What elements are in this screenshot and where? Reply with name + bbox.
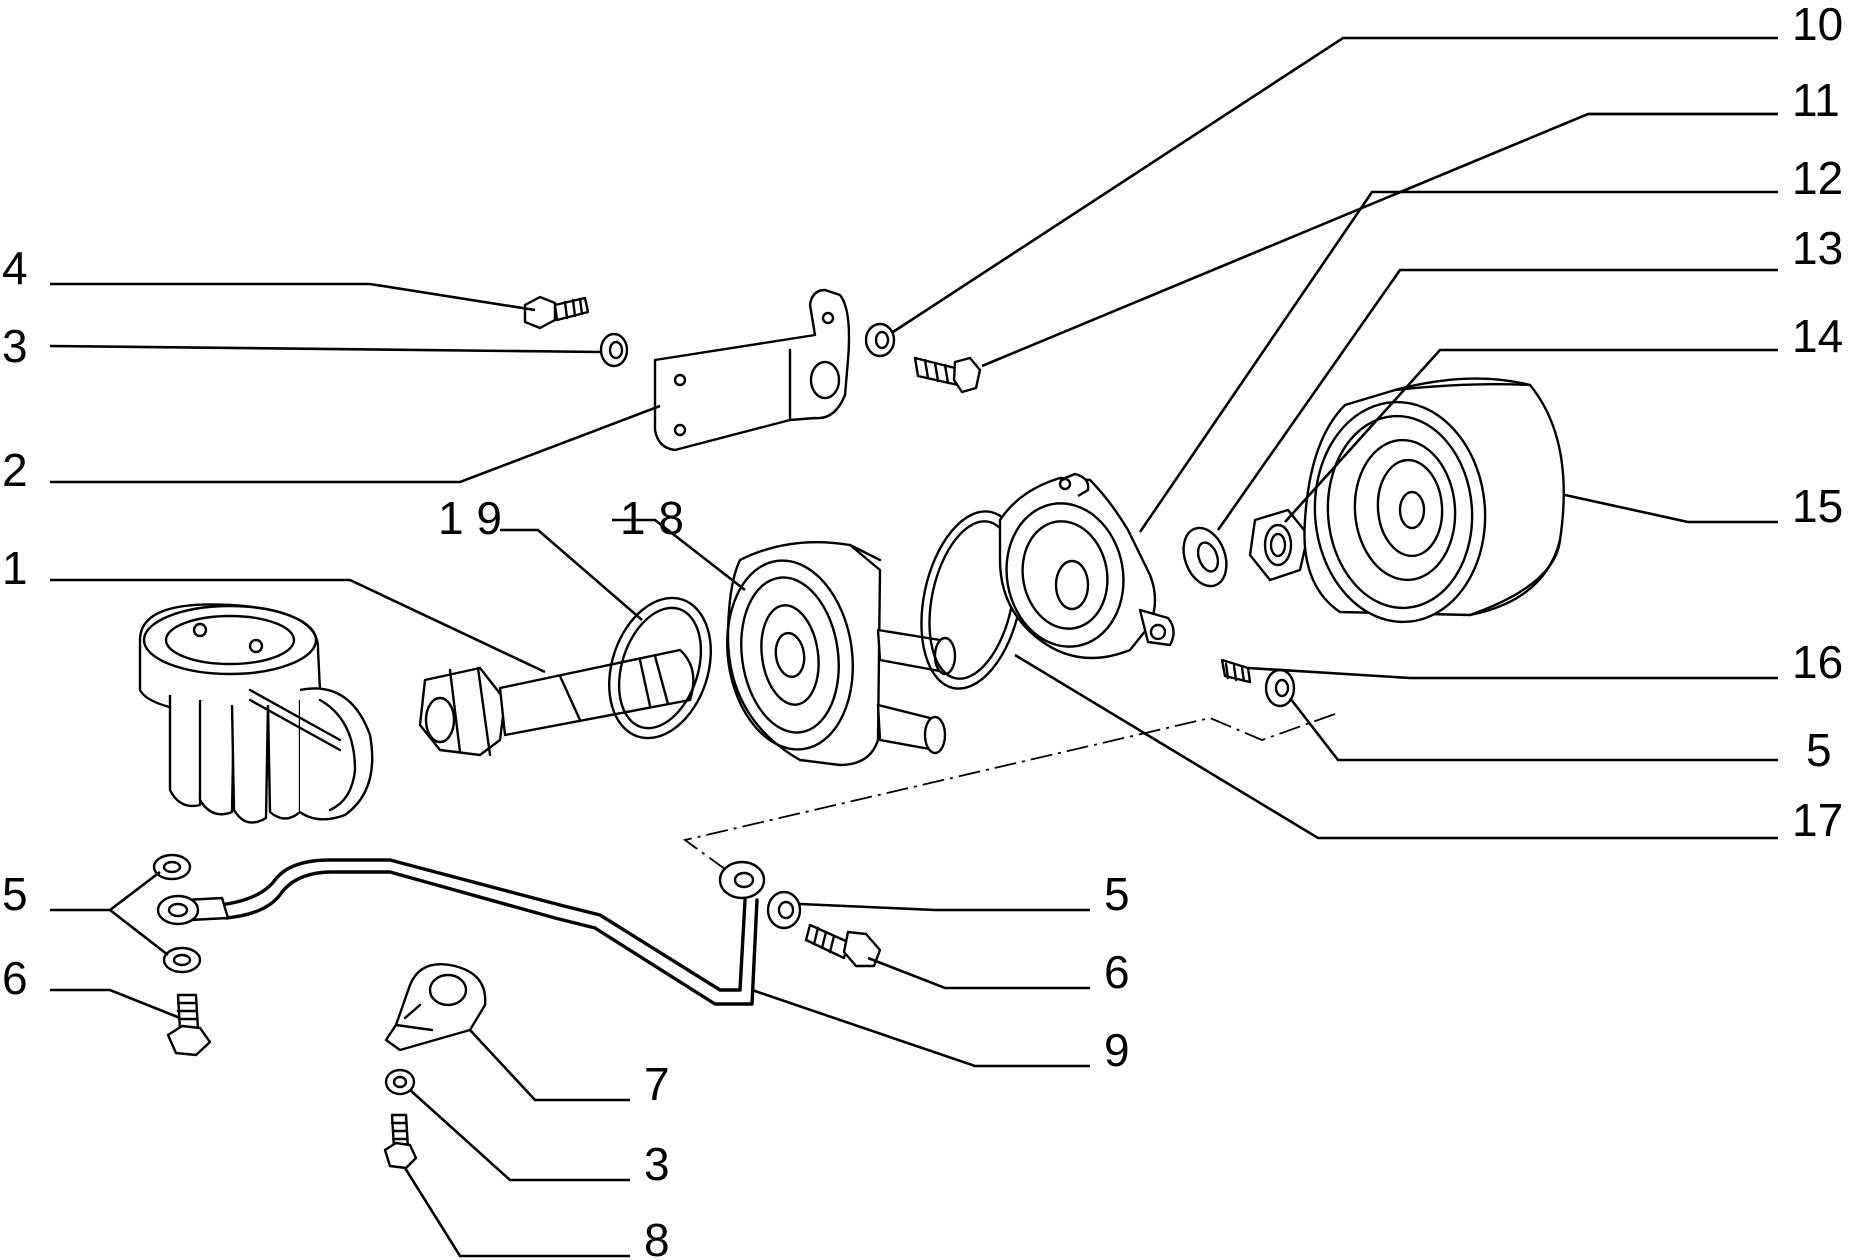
leader-11b bbox=[981, 112, 1778, 368]
part-3-washer-bottom bbox=[384, 1068, 416, 1096]
callout-6-left: 6 bbox=[2, 952, 28, 1004]
leader-6l bbox=[50, 988, 181, 1020]
part-15-oil-filter bbox=[1303, 377, 1565, 624]
callout-5-left: 5 bbox=[2, 868, 28, 920]
callout-16: 16 bbox=[1792, 636, 1843, 688]
leader-5l-b bbox=[109, 908, 169, 957]
callout-5-right: 5 bbox=[1806, 724, 1832, 776]
callout-12: 12 bbox=[1792, 152, 1843, 204]
callout-4: 4 bbox=[2, 242, 28, 294]
callout-11: 11 bbox=[1792, 74, 1840, 126]
leader-5m bbox=[799, 902, 1090, 912]
callout-6-mid: 6 bbox=[1104, 946, 1130, 998]
leader-8 bbox=[403, 1167, 630, 1258]
leader-lines bbox=[49, 36, 1778, 1258]
part-19-o-ring bbox=[608, 596, 712, 740]
callout-10: 10 bbox=[1792, 0, 1843, 50]
leader-5l-a bbox=[50, 870, 161, 912]
part-4-bolt bbox=[523, 295, 590, 330]
leader-5r bbox=[1288, 697, 1778, 762]
leader-3t bbox=[49, 344, 603, 354]
part-12-filter-head bbox=[998, 472, 1175, 660]
callout-19: 1 9 bbox=[438, 492, 502, 544]
callout-14: 14 bbox=[1792, 310, 1843, 362]
part-1-filter-housing bbox=[138, 603, 374, 824]
part-6-bolt-left bbox=[166, 993, 212, 1057]
part-2-bracket bbox=[653, 288, 851, 452]
callout-3-bottom: 3 bbox=[644, 1138, 670, 1190]
part-6-bolt-mid bbox=[804, 923, 882, 968]
callout-18: 1 8 bbox=[620, 492, 684, 544]
leader-1 bbox=[50, 578, 546, 674]
leader-17 bbox=[1014, 653, 1778, 840]
leader-4 bbox=[50, 282, 536, 312]
part-10-washer bbox=[864, 322, 896, 358]
part-16-screw bbox=[1220, 658, 1252, 684]
part-1-center-bolt bbox=[418, 648, 695, 757]
leader-19 bbox=[500, 528, 643, 621]
part-5-washer-mid bbox=[766, 890, 802, 930]
part-5-washers-left bbox=[152, 853, 202, 974]
callout-2: 2 bbox=[2, 444, 28, 496]
callout-17: 17 bbox=[1792, 794, 1843, 846]
leader-18 bbox=[612, 518, 746, 592]
leader-9 bbox=[751, 988, 1090, 1068]
part-3-washer-top bbox=[599, 332, 629, 368]
part-5-washer-right bbox=[1264, 668, 1296, 708]
part-13-washer bbox=[1182, 526, 1228, 588]
part-18-oil-cooler bbox=[725, 540, 957, 767]
callout-8: 8 bbox=[644, 1214, 670, 1260]
leader-12 bbox=[1138, 190, 1778, 533]
callout-13: 13 bbox=[1792, 222, 1843, 274]
leader-14 bbox=[1284, 348, 1778, 523]
leader-13 bbox=[1216, 268, 1778, 531]
leader-15 bbox=[1564, 493, 1778, 524]
part-8-screw bbox=[383, 1113, 418, 1170]
part-14-nipple bbox=[1248, 508, 1310, 582]
leader-2 bbox=[50, 404, 661, 484]
leader-10 bbox=[892, 36, 1778, 334]
part-11-bolt bbox=[913, 356, 982, 394]
callout-9: 9 bbox=[1104, 1024, 1130, 1076]
leader-3b bbox=[409, 1089, 630, 1182]
callout-1: 1 bbox=[2, 542, 28, 594]
callout-3-top: 3 bbox=[2, 320, 28, 372]
callout-7: 7 bbox=[644, 1058, 670, 1110]
leader-7 bbox=[469, 1029, 630, 1102]
callout-5-mid: 5 bbox=[1104, 868, 1130, 920]
callout-15: 15 bbox=[1792, 480, 1843, 532]
leader-6m bbox=[867, 956, 1090, 990]
part-7-clip bbox=[384, 963, 487, 1052]
leader-16 bbox=[1247, 666, 1778, 680]
